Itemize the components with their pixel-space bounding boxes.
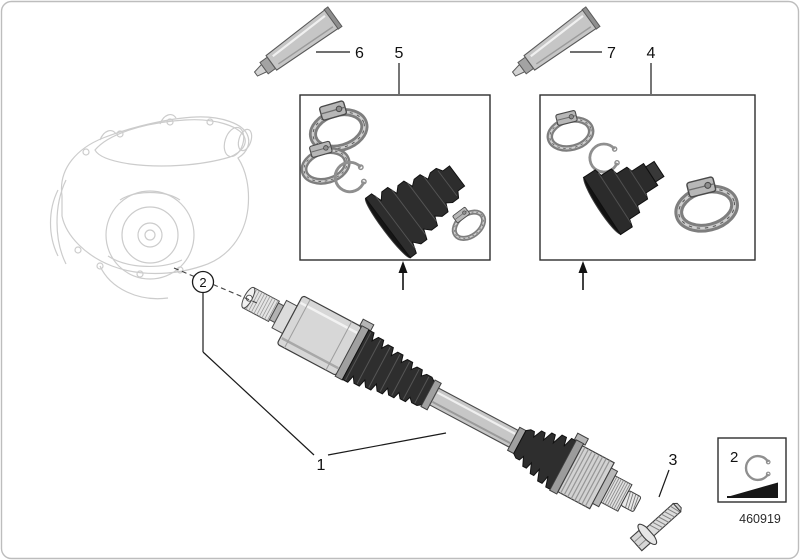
callout-3-leader — [658, 469, 670, 498]
callout-7[interactable]: 7 — [607, 45, 616, 62]
arrow-to-kit-5 — [398, 261, 408, 290]
differential-drawing — [49, 114, 253, 300]
install-direction-icon — [727, 482, 778, 497]
hub-bolt — [629, 502, 682, 552]
cv-boot-inner-icon — [364, 165, 466, 259]
callout-4[interactable]: 4 — [647, 45, 656, 62]
grease-tube-6 — [247, 5, 344, 85]
callout-3[interactable]: 3 — [669, 452, 678, 469]
callout-1[interactable]: 1 — [317, 457, 326, 474]
legend-callout-2[interactable]: 2 — [730, 449, 738, 466]
arrow-to-kit-4 — [578, 261, 588, 290]
grease-tube-7 — [505, 5, 602, 85]
repair-kit-box-5 — [298, 95, 490, 261]
repair-kit-box-4 — [539, 94, 756, 261]
callout-2-circle[interactable]: 2 — [191, 270, 215, 294]
legend-box-item-2: 2 — [717, 437, 787, 503]
callout-2[interactable]: 2 — [199, 275, 206, 290]
axle-shaft-assembly — [241, 286, 642, 512]
assembly-dashed-leader — [173, 267, 258, 304]
callout-6[interactable]: 6 — [355, 45, 364, 62]
cv-boot-outer-icon — [582, 160, 665, 236]
diagram-number: 460919 — [739, 512, 781, 526]
callout-1-leader — [202, 293, 447, 456]
callout-5[interactable]: 5 — [395, 45, 404, 62]
